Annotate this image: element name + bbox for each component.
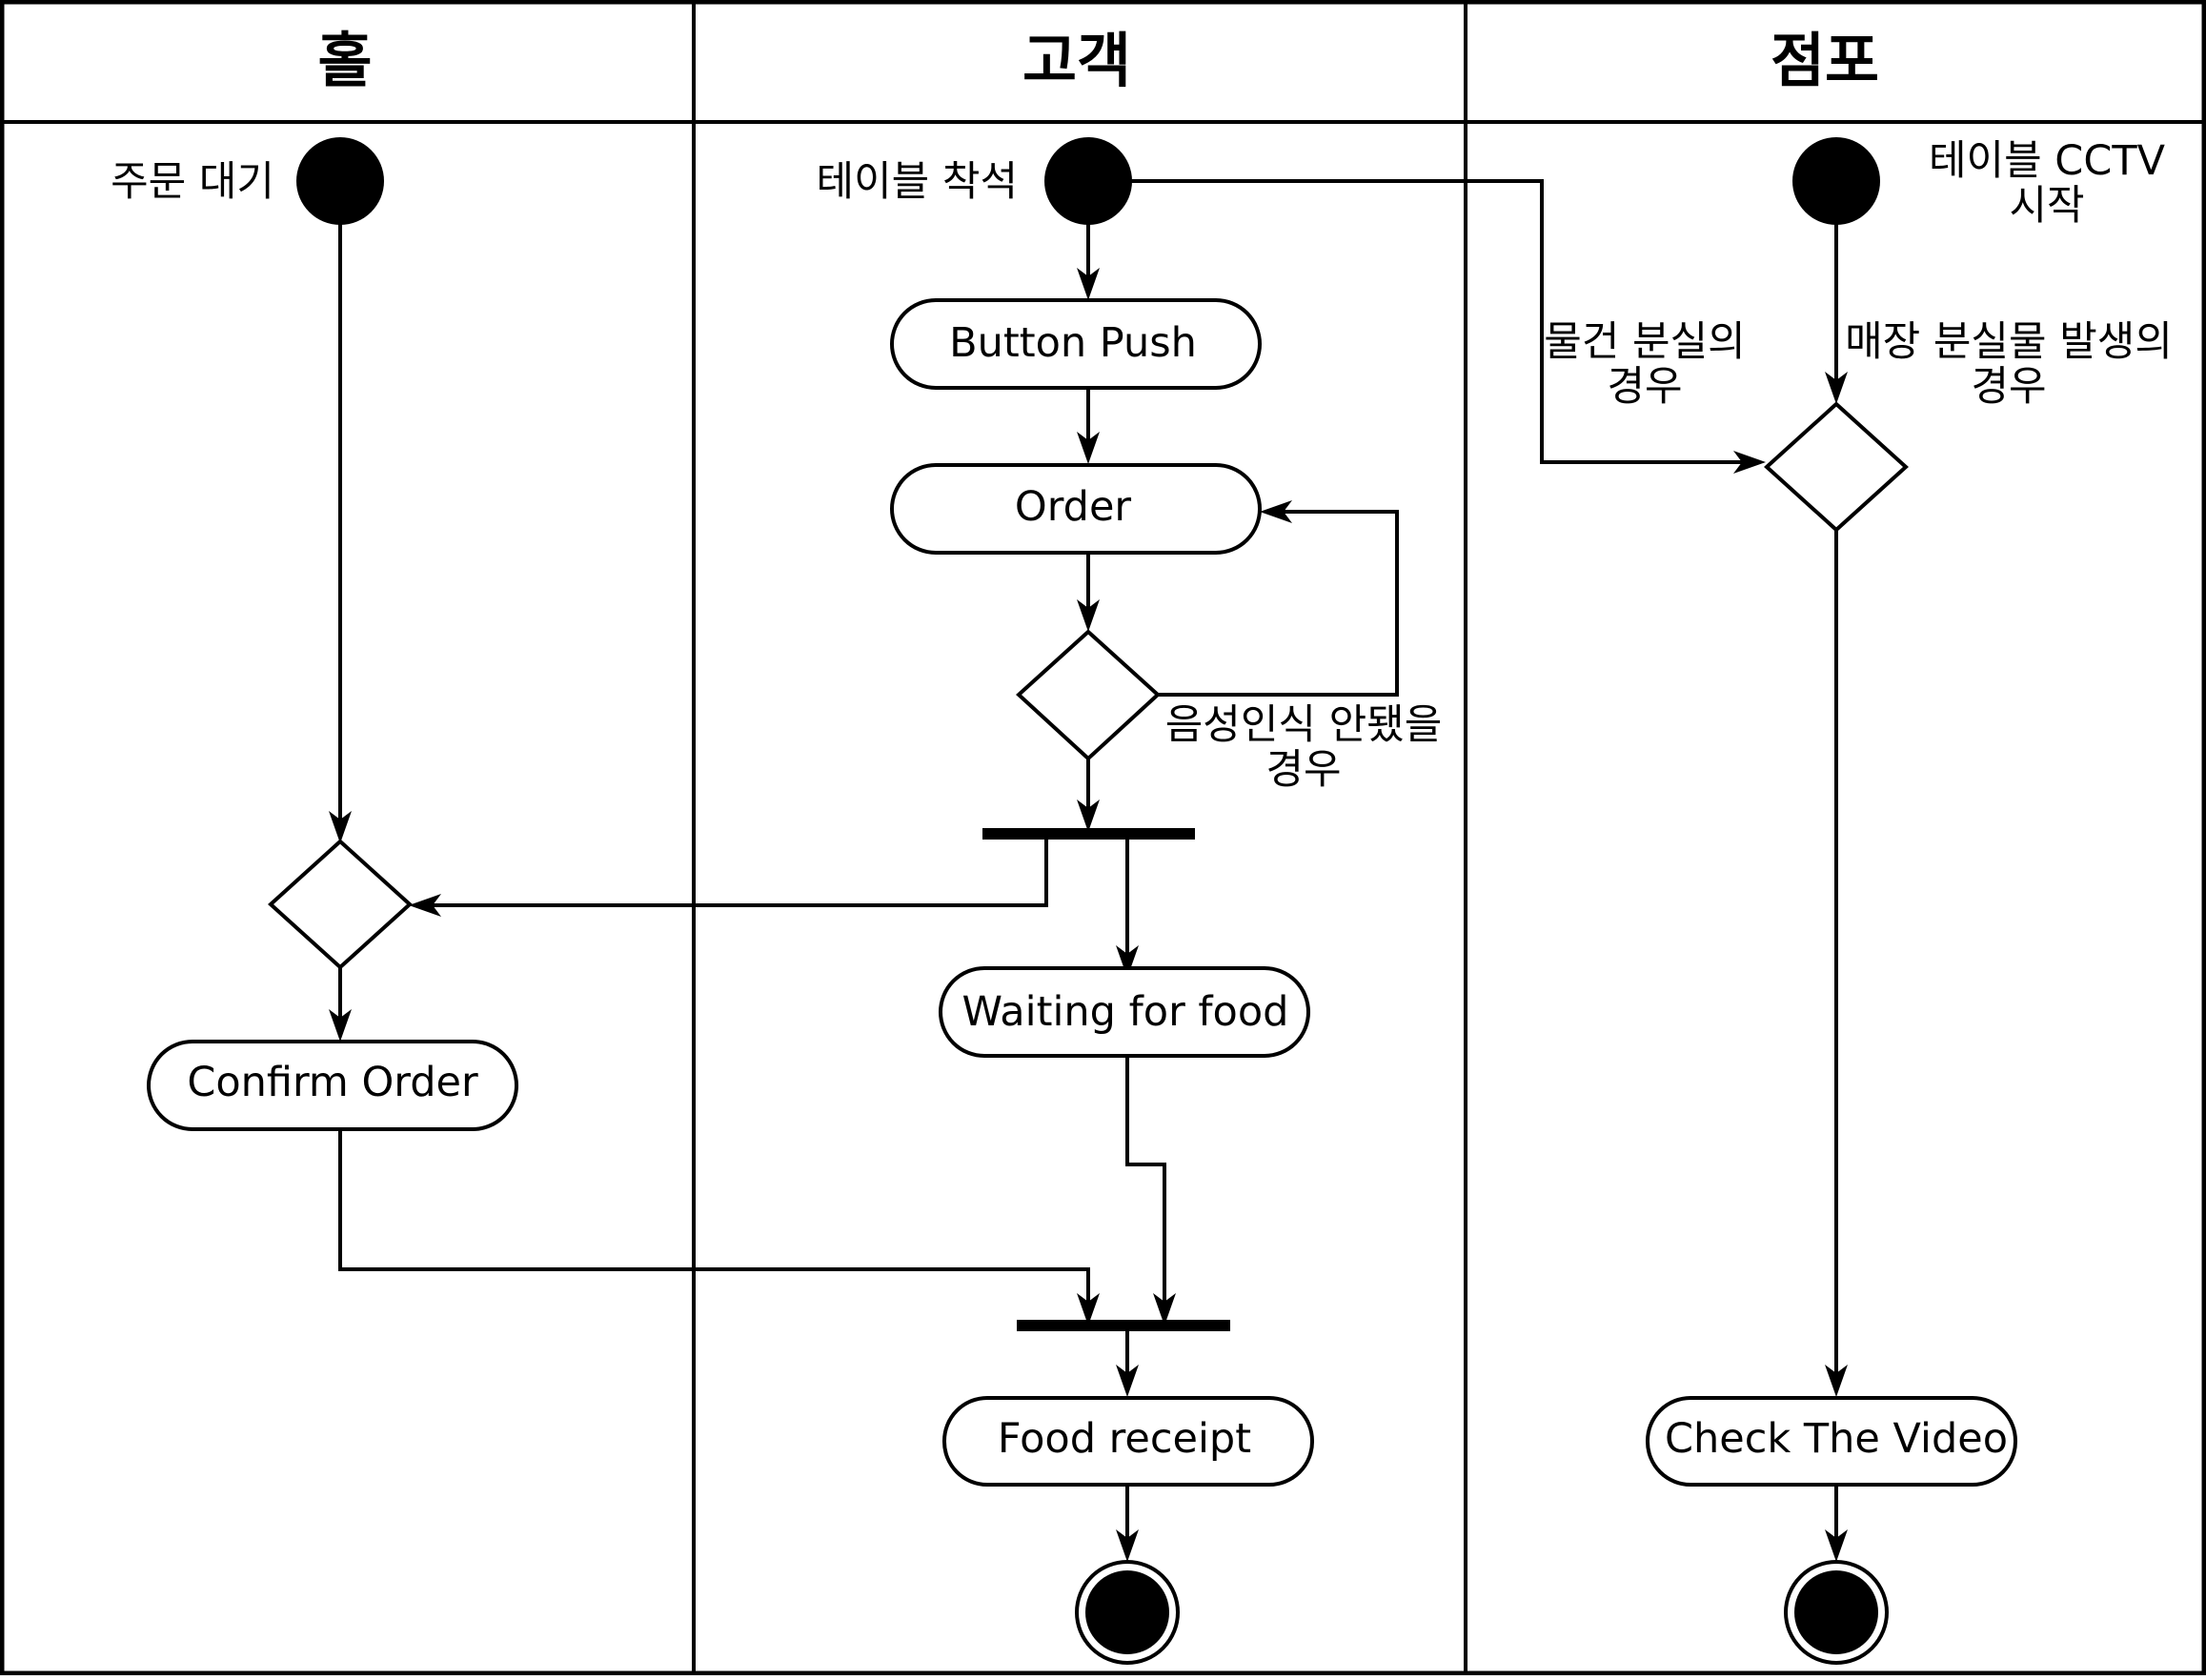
arrowhead xyxy=(409,894,441,917)
flow-customer-to-store-decision xyxy=(1131,179,1744,464)
lane-title-hall: 홀 xyxy=(317,26,372,95)
fork-bar xyxy=(982,828,1195,840)
start-node-customer xyxy=(1044,137,1132,225)
activity-food-receipt-label: Food receipt xyxy=(998,1415,1251,1463)
arrowhead xyxy=(1825,1529,1848,1562)
activity-button-push xyxy=(890,298,1262,390)
decision-hall-merge xyxy=(268,839,413,970)
arrowhead xyxy=(1153,1293,1176,1326)
arrowhead xyxy=(1116,1365,1139,1397)
lane-title-customer: 고객 xyxy=(1022,26,1131,95)
guard-item-lost-line1: 물건 분실의 xyxy=(1544,318,1745,366)
activity-food-receipt xyxy=(942,1396,1314,1487)
activity-confirm-order-label: Confirm Order xyxy=(187,1059,478,1106)
end-node-customer xyxy=(1085,1570,1169,1654)
arrowhead xyxy=(1733,451,1766,474)
arrowhead xyxy=(329,1009,352,1042)
activity-order xyxy=(890,463,1262,555)
arrowhead xyxy=(1077,1293,1100,1326)
start-label-customer: 테이블 착석 xyxy=(817,158,1018,206)
activity-order-label: Order xyxy=(1015,483,1132,531)
activity-check-the-video xyxy=(1646,1396,2017,1487)
start-label-store-line1: 테이블 CCTV xyxy=(1929,137,2166,185)
activity-confirm-order xyxy=(147,1040,518,1131)
flow-confirm-to-join xyxy=(338,1129,1090,1304)
activity-button-push-label: Button Push xyxy=(949,319,1197,367)
flow-retry-loop xyxy=(1158,510,1399,697)
activity-waiting-for-food xyxy=(939,966,1310,1058)
arrowhead xyxy=(1077,599,1100,632)
decision-voice-recognition xyxy=(1016,629,1161,761)
arrowhead xyxy=(1825,1365,1848,1397)
guard-item-lost-line2: 경우 xyxy=(1607,363,1682,411)
arrowhead xyxy=(329,811,352,843)
arrowhead xyxy=(1116,1529,1139,1562)
guard-voice-line1: 음성인식 안됐을 xyxy=(1165,701,1443,749)
flow-waiting-to-join xyxy=(1125,1056,1166,1304)
guard-store-lost-line2: 경우 xyxy=(1971,363,2046,411)
flow-fork-to-hall-merge xyxy=(431,839,1048,907)
decision-lost-item xyxy=(1764,401,1909,533)
activity-waiting-for-food-label: Waiting for food xyxy=(962,988,1289,1036)
arrowhead xyxy=(1077,432,1100,464)
arrowhead xyxy=(1260,500,1292,523)
lane-title-store: 점포 xyxy=(1771,26,1879,95)
start-node-hall xyxy=(296,137,384,225)
end-node-store xyxy=(1794,1570,1878,1654)
start-label-hall: 주문 대기 xyxy=(111,158,274,206)
activity-check-the-video-label: Check The Video xyxy=(1665,1415,2008,1463)
start-label-store-line2: 시작 xyxy=(2009,182,2084,230)
arrowhead xyxy=(1825,372,1848,404)
arrowhead xyxy=(1077,800,1100,832)
arrowhead xyxy=(1077,268,1100,300)
join-bar xyxy=(1017,1320,1230,1331)
start-node-store xyxy=(1792,137,1880,225)
guard-store-lost-line1: 매장 분실물 발생의 xyxy=(1845,318,2173,366)
arrowhead xyxy=(1116,945,1139,978)
guard-voice-line2: 경우 xyxy=(1265,746,1341,794)
